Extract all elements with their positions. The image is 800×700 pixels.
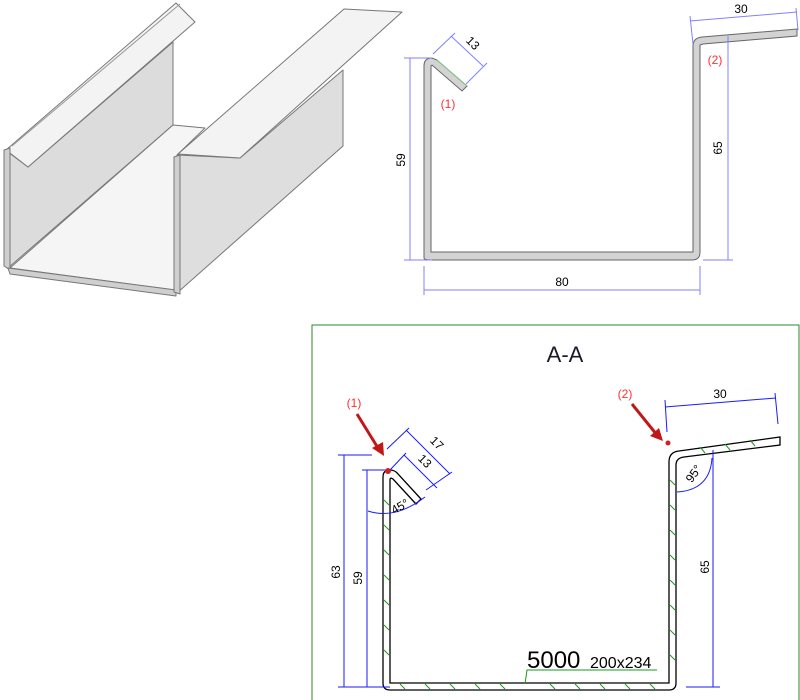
dim-line-17 bbox=[405, 429, 451, 475]
section-title: A-A bbox=[547, 342, 584, 367]
section-profile bbox=[382, 436, 781, 691]
dim-text-30: 30 bbox=[713, 387, 727, 401]
ext-line bbox=[465, 62, 488, 85]
left-lip-face bbox=[5, 2, 196, 168]
marker-1-label: (1) bbox=[347, 396, 362, 410]
ext-line bbox=[386, 427, 410, 450]
ext-line bbox=[689, 15, 694, 45]
ext-line bbox=[432, 32, 456, 55]
dim-text-65: 65 bbox=[698, 560, 712, 574]
dim-line-30 bbox=[689, 11, 798, 22]
size-label: 200x234 bbox=[590, 655, 651, 672]
ext-line bbox=[795, 7, 799, 31]
profile-view: 59 80 65 30 13 (1) (2) bbox=[394, 2, 799, 295]
marker-2-label: (2) bbox=[708, 53, 723, 67]
marker-1-label: (1) bbox=[441, 97, 456, 111]
dim-text-30: 30 bbox=[734, 2, 748, 16]
section-hatching bbox=[383, 439, 756, 690]
label-leader-line bbox=[524, 669, 657, 685]
ext-line bbox=[425, 471, 453, 491]
section-view: A-A 63 59 65 bbox=[311, 324, 800, 700]
marker-1-arrow-icon bbox=[355, 413, 384, 456]
dim-text-65: 65 bbox=[711, 141, 725, 155]
dim-line-13 bbox=[403, 454, 438, 489]
lip-highlight bbox=[436, 59, 468, 87]
marker-2-arrow-icon bbox=[630, 403, 663, 441]
dim-line-13 bbox=[450, 35, 484, 67]
right-flange-face bbox=[177, 8, 403, 159]
angle-arc-95 bbox=[676, 457, 713, 493]
floor-front-edge bbox=[7, 267, 177, 297]
dim-text-80: 80 bbox=[555, 275, 569, 289]
marker-2-label: (2) bbox=[618, 387, 633, 401]
angle-arc-45 bbox=[367, 496, 426, 514]
dim-text-63: 63 bbox=[329, 565, 343, 579]
marker-1-point bbox=[385, 468, 391, 474]
ext-line bbox=[389, 452, 407, 471]
left-wall-front-edge bbox=[3, 147, 11, 271]
lip-edge-line bbox=[11, 3, 181, 147]
right-wall-front-edge bbox=[173, 154, 181, 295]
ext-line bbox=[664, 399, 668, 433]
marker-2-point bbox=[665, 440, 671, 446]
ext-line bbox=[774, 392, 779, 425]
dim-text-59: 59 bbox=[351, 571, 365, 585]
dim-line-30 bbox=[664, 397, 777, 408]
dim-text-59: 59 bbox=[394, 153, 408, 167]
isometric-3d-view bbox=[3, 2, 403, 297]
